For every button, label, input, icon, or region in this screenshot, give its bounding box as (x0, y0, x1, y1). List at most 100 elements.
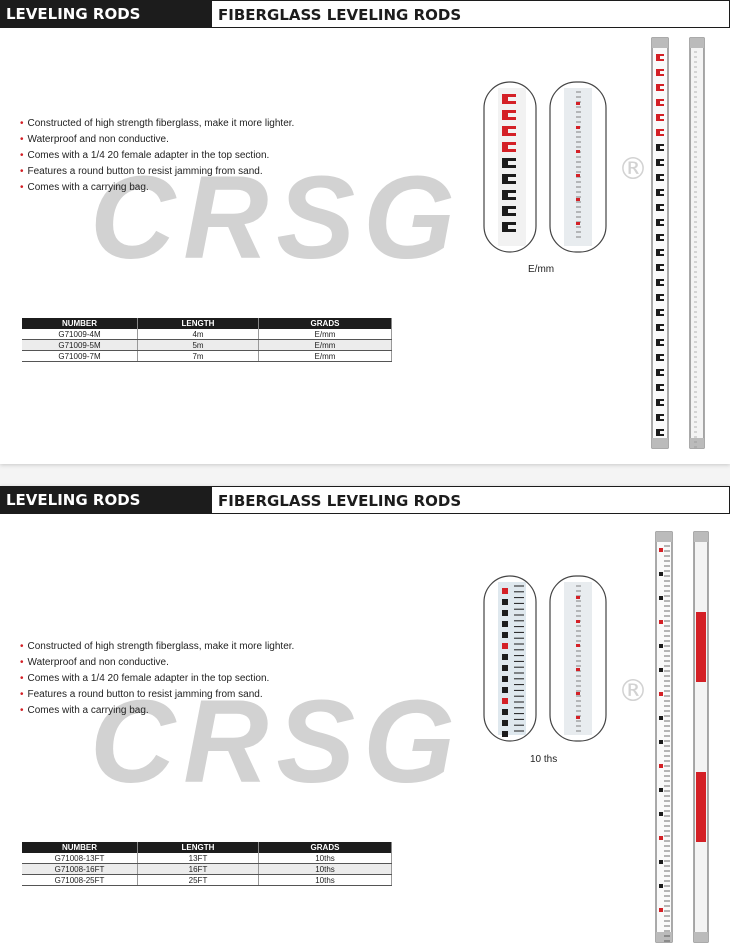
e-pattern-mark (508, 126, 516, 129)
feature-item: •Constructed of high strength fiberglass… (20, 641, 295, 652)
e-pattern-mark (508, 101, 516, 104)
e-pattern-mark (660, 299, 664, 301)
foot-numeral-mark (659, 764, 663, 768)
e-pattern-mark (656, 129, 660, 136)
e-pattern-mark (660, 74, 664, 76)
cell-number: G71009-4M (22, 329, 138, 340)
e-pattern-mark (508, 181, 516, 184)
foot-numeral-mark (659, 596, 663, 600)
e-pattern-mark (660, 329, 664, 331)
e-pattern-mark (660, 164, 664, 166)
feature-item: •Comes with a carrying bag. (20, 705, 149, 716)
foot-numeral-mark (659, 860, 663, 864)
column-header-length: LENGTH (137, 318, 259, 329)
table-row: G71009-5M 5m E/mm (22, 339, 392, 351)
rod-full-image (655, 531, 709, 943)
brand-watermark: CRSG (90, 676, 463, 808)
e-pattern-mark (660, 404, 664, 406)
cell-length: 16FT (137, 863, 259, 875)
e-pattern-mark (660, 249, 664, 251)
e-pattern-mark (660, 194, 664, 196)
e-pattern-mark (660, 209, 664, 211)
e-pattern-mark (660, 69, 664, 71)
e-pattern-mark (508, 197, 516, 200)
foot-numeral-mark (502, 632, 508, 638)
e-pattern-mark (508, 190, 516, 193)
e-pattern-mark (660, 59, 664, 61)
e-pattern-mark (660, 344, 664, 346)
e-pattern-mark (656, 369, 660, 376)
rod-closeup-image (483, 575, 607, 742)
e-pattern-mark (508, 94, 516, 97)
feature-item: •Comes with a carrying bag. (20, 182, 149, 193)
e-pattern-mark (502, 174, 508, 184)
e-pattern-mark (660, 99, 664, 101)
table-row: G71008-13FT 13FT 10ths (22, 853, 392, 864)
back-red-band (696, 612, 706, 682)
e-pattern-mark (656, 219, 660, 226)
e-pattern-mark (660, 219, 664, 221)
cell-grads: E/mm (258, 339, 392, 351)
foot-numeral-mark (502, 709, 508, 715)
foot-numeral-mark (502, 621, 508, 627)
foot-numeral-mark (659, 716, 663, 720)
bullet-icon: • (20, 166, 24, 177)
feature-item: •Waterproof and non conductive. (20, 134, 169, 145)
e-pattern-mark (660, 324, 664, 326)
table-row: G71009-4M 4m E/mm (22, 329, 392, 340)
bullet-icon: • (20, 150, 24, 161)
cell-number: G71009-5M (22, 339, 138, 351)
e-pattern-mark (660, 84, 664, 86)
e-pattern-mark (656, 354, 660, 361)
bullet-icon: • (20, 182, 24, 193)
e-pattern-mark (656, 429, 660, 436)
e-pattern-mark (508, 229, 516, 232)
rod-back-foot (690, 438, 704, 448)
e-pattern-mark (660, 419, 664, 421)
e-pattern-mark (656, 339, 660, 346)
e-pattern-mark (660, 174, 664, 176)
e-pattern-mark (508, 213, 516, 216)
e-pattern-mark (502, 190, 508, 200)
cell-grads: E/mm (258, 329, 392, 340)
e-pattern-mark (660, 254, 664, 256)
e-pattern-mark (656, 414, 660, 421)
back-scale-red-mark (576, 222, 580, 225)
e-pattern-mark (660, 179, 664, 181)
cell-number: G71008-13FT (22, 853, 138, 864)
e-pattern-mark (502, 222, 508, 232)
e-pattern-mark (660, 389, 664, 391)
foot-numeral-mark (659, 812, 663, 816)
closeup-caption: 10 ths (530, 754, 558, 765)
back-scale-red-mark (576, 668, 580, 671)
rod-back-foot (694, 932, 708, 942)
e-pattern-mark (660, 429, 664, 431)
e-pattern-mark (660, 224, 664, 226)
rod-back-body (689, 37, 705, 449)
table-row: G71008-25FT 25FT 10ths (22, 874, 392, 886)
feature-list: •Constructed of high strength fiberglass… (20, 116, 294, 196)
foot-numeral-mark (659, 572, 663, 576)
e-pattern-mark (660, 134, 664, 136)
e-pattern-mark (656, 279, 660, 286)
foot-numeral-mark (502, 698, 508, 704)
e-pattern-mark (660, 159, 664, 161)
e-pattern-mark (660, 374, 664, 376)
rod-front-body (655, 531, 673, 943)
e-pattern-mark (656, 174, 660, 181)
product-title: FIBERGLASS LEVELING RODS (212, 0, 730, 28)
back-scale-red-mark (576, 150, 580, 153)
e-pattern-mark (508, 133, 516, 136)
e-pattern-mark (656, 99, 660, 106)
product-section-metric: LEVELING RODS FIBERGLASS LEVELING RODS C… (0, 0, 730, 464)
cell-grads: E/mm (258, 350, 392, 362)
feature-item: •Comes with a 1/4 20 female adapter in t… (20, 150, 270, 161)
e-pattern-mark (502, 94, 508, 104)
foot-numeral-mark (502, 610, 508, 616)
back-scale-red-mark (576, 716, 580, 719)
e-pattern-mark (656, 399, 660, 406)
foot-numeral-mark (659, 692, 663, 696)
e-pattern-mark (502, 110, 508, 120)
feature-item: •Features a round button to resist jammi… (20, 166, 263, 177)
foot-numeral-mark (659, 908, 663, 912)
